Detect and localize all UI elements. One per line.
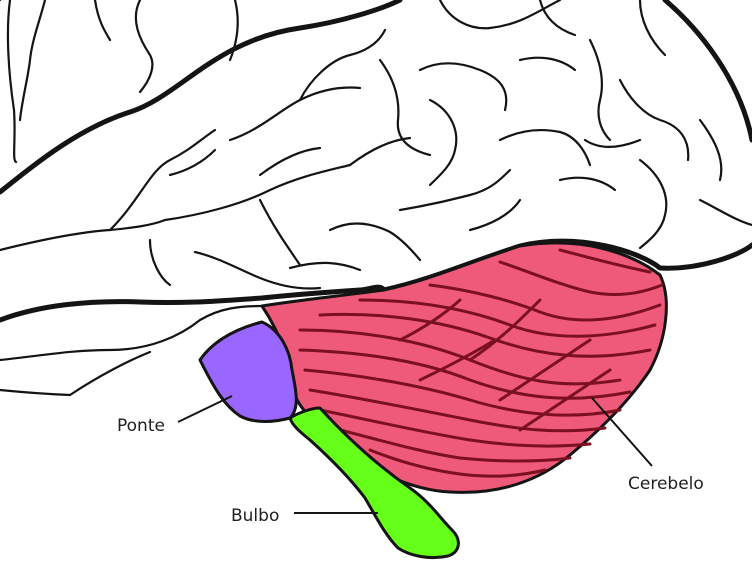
cerebrum bbox=[0, 0, 752, 397]
cerebellum bbox=[260, 241, 668, 494]
cerebelo-label: Cerebelo bbox=[628, 474, 704, 494]
leader-lines bbox=[177, 395, 653, 514]
ponte-shape bbox=[198, 320, 298, 423]
cerebellum-folia bbox=[298, 248, 664, 478]
bulbo-label: Bulbo bbox=[231, 506, 280, 526]
bulbo-shape bbox=[288, 406, 460, 560]
ponte-label: Ponte bbox=[117, 416, 165, 436]
cerebrum-sulci bbox=[0, 0, 752, 397]
ponte-leader bbox=[177, 395, 233, 423]
cerebrum-outline bbox=[0, 0, 752, 323]
cerebellum-shape bbox=[260, 241, 668, 494]
cerebelo-leader bbox=[591, 397, 653, 467]
